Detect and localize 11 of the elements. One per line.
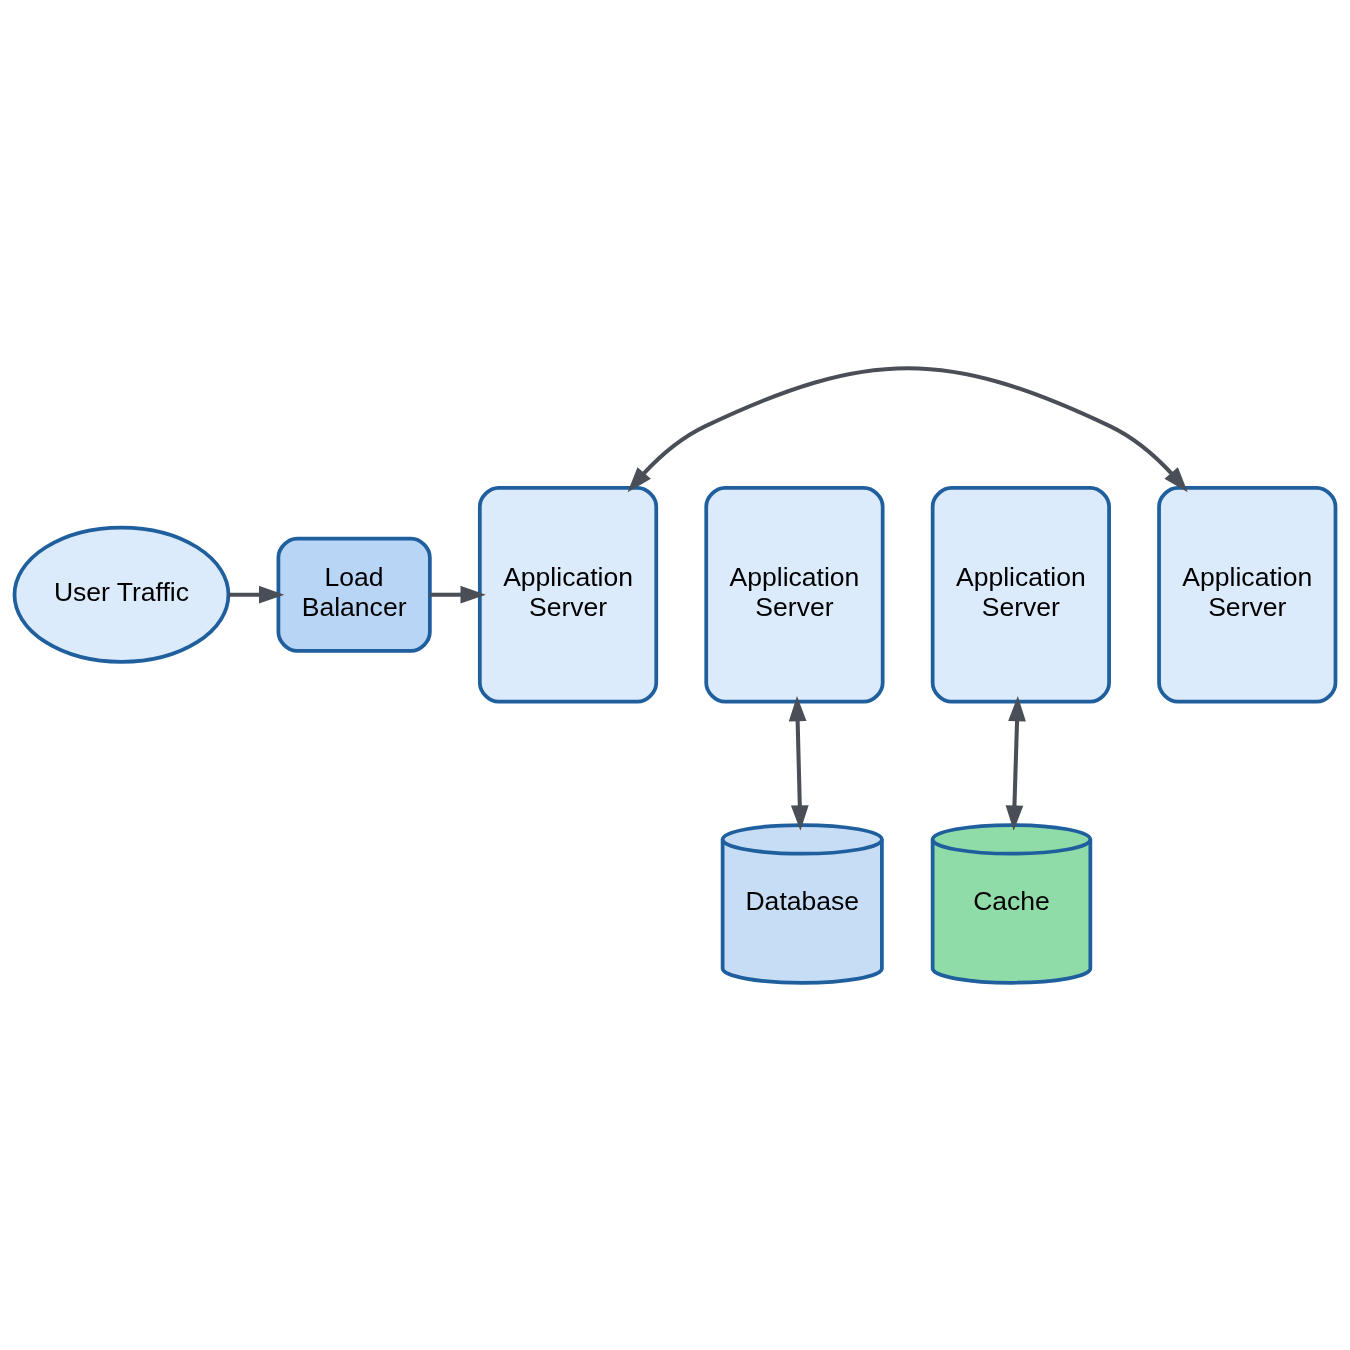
arrow [430,585,486,604]
arrow [788,695,809,831]
node-ellipse: User Traffic [12,525,231,664]
arrow [627,365,1188,492]
node-box: Application Server [704,485,885,704]
node-box: Load Balancer [276,536,432,653]
arrow [1005,695,1026,831]
node-box: Application Server [477,485,659,704]
node-box: Application Server [930,485,1111,704]
arrow [228,585,285,604]
node-box: Application Server [1157,485,1338,704]
